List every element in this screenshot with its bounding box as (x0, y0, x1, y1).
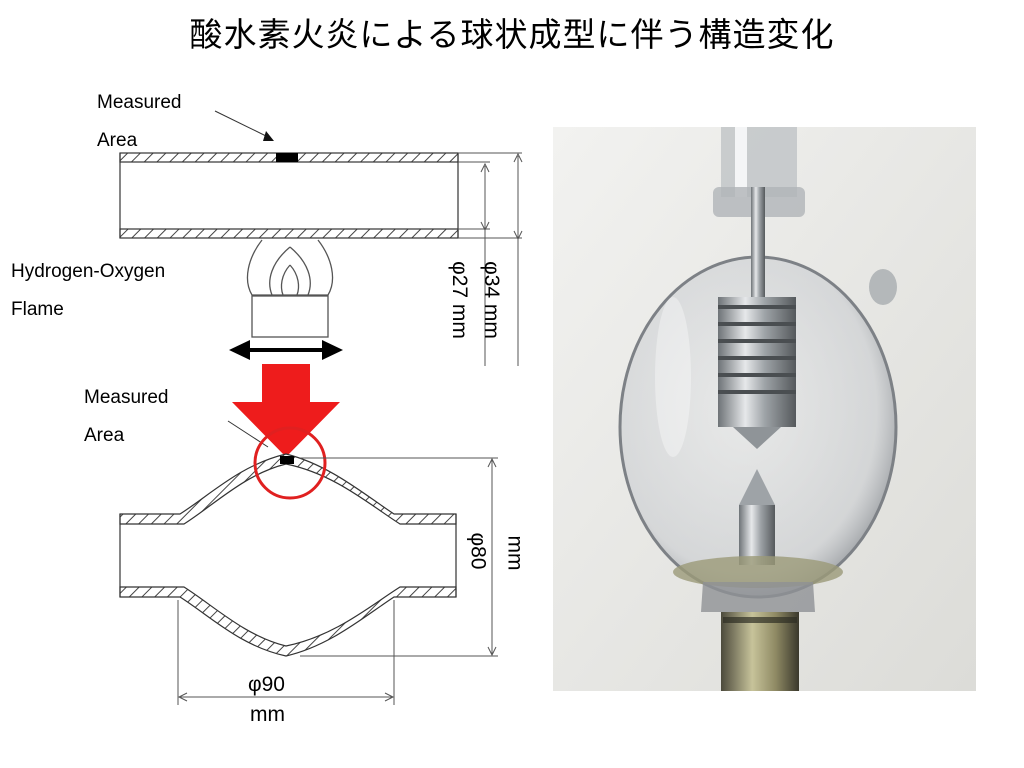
inner-diameter-label: φ27 mm (447, 261, 471, 339)
sphere-width-value: φ90 (248, 673, 285, 696)
double-headed-arrow-icon (229, 340, 343, 360)
sphere-dimension-lines (177, 457, 498, 705)
measured-area-highlight-circle (253, 426, 327, 500)
slide-title: 酸水素火炎による球状成型に伴う構造変化 (189, 15, 835, 54)
measured-area-mark-top (276, 153, 298, 162)
spherical-tube (119, 453, 457, 657)
leader-arrowhead-top (263, 131, 274, 141)
red-down-arrow-icon (232, 364, 340, 457)
leader-line-top (214, 110, 267, 137)
measured-area-mark-bottom (280, 456, 294, 464)
sphere-height-unit: mm (503, 535, 527, 571)
sphere-height-value: φ80 (466, 532, 490, 570)
outer-diameter-label: φ34 mm (479, 261, 503, 339)
flame-burner (246, 239, 334, 338)
measured-area-label-bottom: Measured Area (84, 387, 169, 446)
flame-label: Hydrogen-Oxygen Flame (11, 261, 166, 320)
measured-area-label-top: Measured Area (97, 92, 182, 151)
sphere-width-unit: mm (250, 703, 285, 726)
tube-dimension-lines (458, 152, 523, 366)
glass-bulb-photo (553, 127, 976, 691)
straight-tube (119, 152, 459, 239)
